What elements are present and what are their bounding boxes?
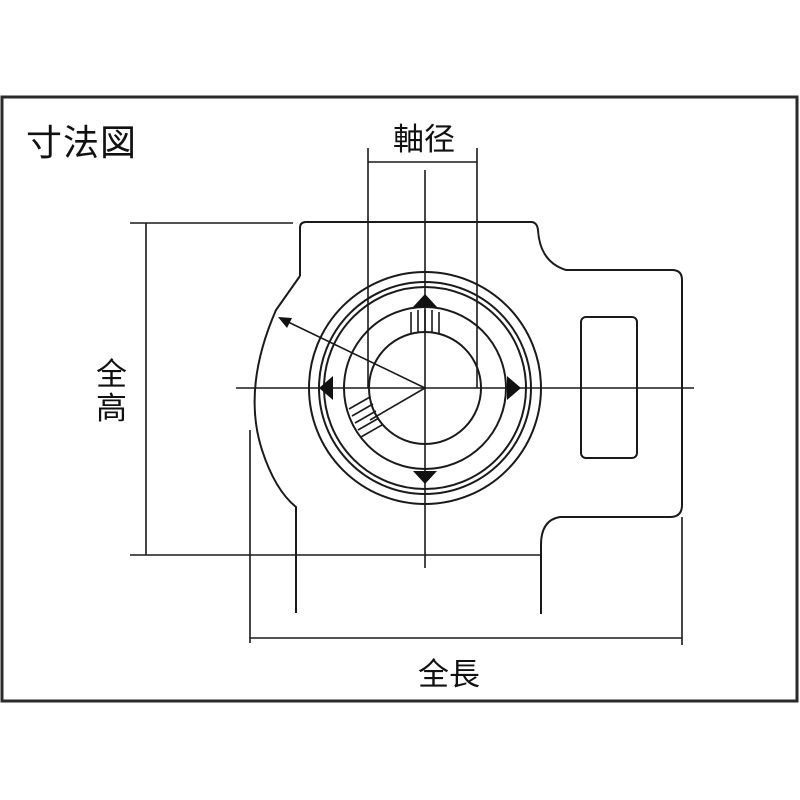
- bearing-outer-ring: [308, 271, 542, 505]
- radius-leader: [283, 319, 426, 389]
- marker-top: [413, 294, 437, 307]
- overall-height-label: 全高: [96, 357, 127, 427]
- marker-left: [319, 376, 333, 400]
- marker-bottom: [413, 471, 437, 484]
- radius-arrowhead: [278, 317, 292, 328]
- overall-length-label: 全長: [418, 657, 480, 693]
- set-screw-top: [410, 310, 440, 333]
- set-screw-angle-line: [369, 387, 426, 421]
- shaft-diameter-label: 軸径: [393, 122, 455, 158]
- drawing-frame: [0, 95, 799, 703]
- housing-left-arc: [253, 275, 301, 613]
- housing-outline: [299, 221, 683, 614]
- drawing-title: 寸法図: [26, 123, 138, 164]
- marker-right: [507, 376, 521, 400]
- set-screw-lower-left: [348, 396, 383, 438]
